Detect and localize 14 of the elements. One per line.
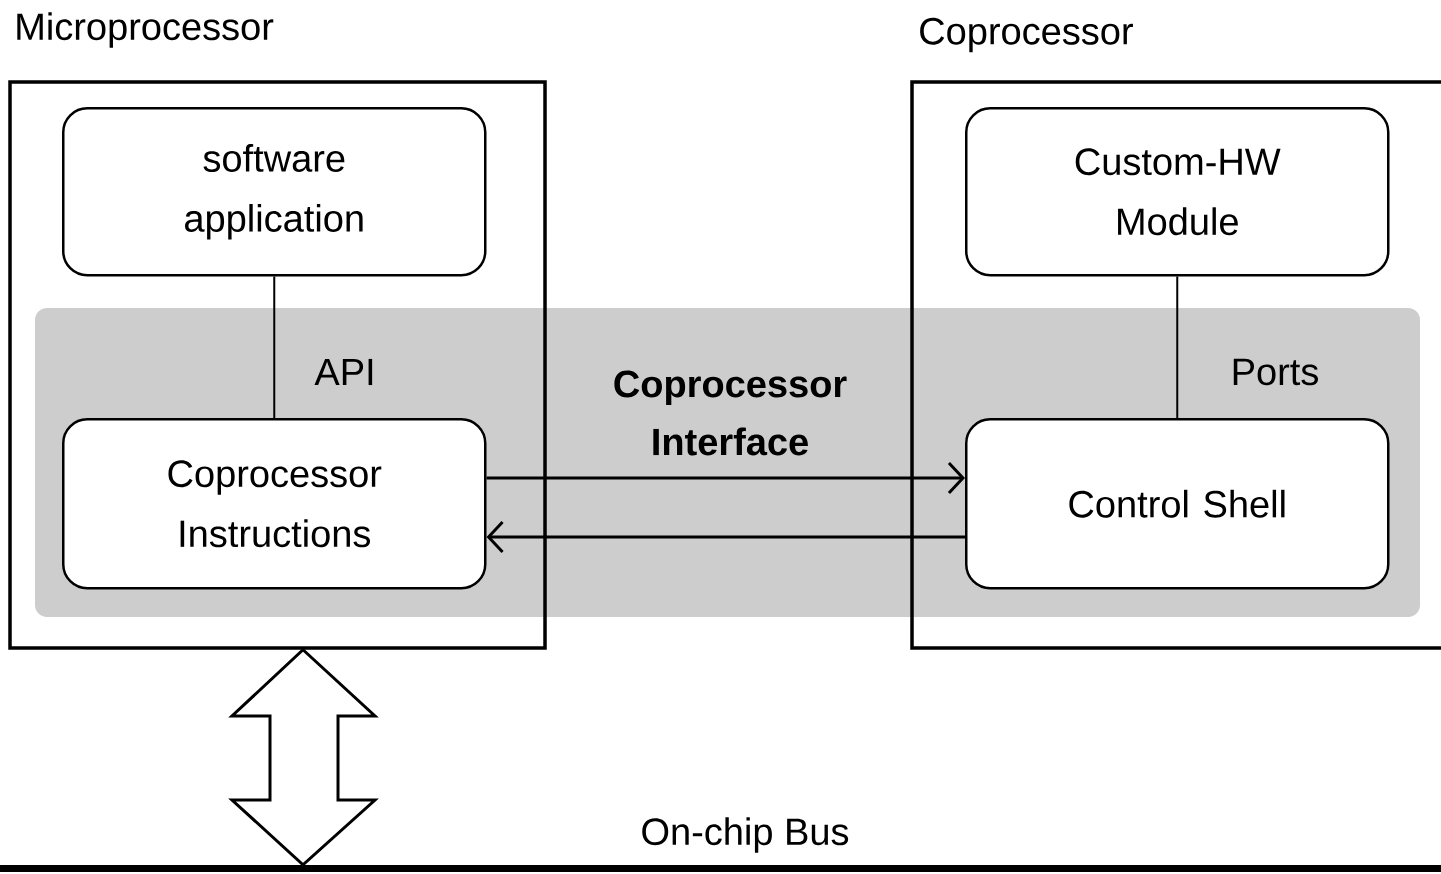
block-heading: Microprocessor	[17, 12, 274, 48]
arrow	[486, 461, 965, 495]
process-box: Coprocessor Instructions	[62, 418, 487, 590]
process-box: software application	[62, 107, 487, 277]
edge-label: Ports	[1228, 356, 1322, 388]
process-box: Control Shell	[965, 418, 1390, 590]
bus-label: On-chip Bus	[642, 817, 849, 853]
process-box: Custom-HW Module	[965, 107, 1390, 277]
connector-line	[273, 275, 276, 419]
arrow	[486, 520, 965, 554]
connector-line	[1176, 275, 1179, 419]
block-heading: Coprocessor	[920, 17, 1133, 53]
edge-label: API	[312, 356, 378, 388]
band-label: Coprocessor Interface	[614, 370, 847, 456]
